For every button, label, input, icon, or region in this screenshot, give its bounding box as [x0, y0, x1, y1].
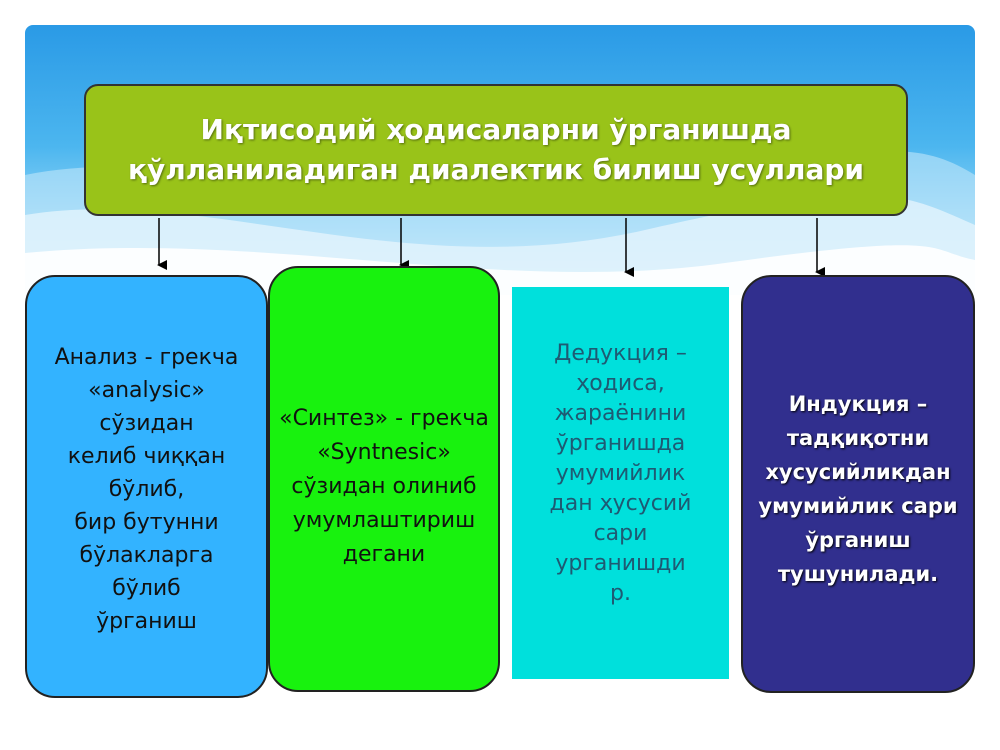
synthesis-text-line: дегани [342, 542, 426, 567]
deduction-text-line: сари [593, 521, 648, 546]
deduction-text-line: жараёнини [554, 401, 687, 426]
analysis-text-line: сўзидан [99, 411, 194, 436]
deduction-text-line: ўрганишда [555, 431, 686, 456]
deduction-text-line: р. [610, 581, 631, 606]
synthesis-text-line: умумлаштириш [292, 508, 476, 533]
induction-text-line: хусусийликдан [765, 460, 951, 484]
induction-text-line: Индукция – [788, 392, 928, 416]
analysis-text-line: бир бутунни [74, 510, 219, 535]
title-box: Иқтисодий ҳодисаларни ўрганишда қўлланил… [84, 84, 908, 216]
deduction-text-line: урганишди [555, 551, 686, 576]
induction-text-line: умумийлик сари [758, 494, 958, 518]
analysis-text-line: «analysic» [88, 378, 205, 403]
analysis-text-line: келиб чиққан [67, 444, 226, 469]
analysis-text-line: бўлиб, [108, 477, 185, 502]
induction-box: Индукция – тадқиқотни хусусийликдан умум… [741, 275, 975, 693]
synthesis-text-line: «Синтез» - грекча [279, 406, 489, 431]
analysis-text-line: Анализ - грекча [54, 345, 239, 370]
deduction-text-line: ҳодиса, [576, 371, 665, 396]
induction-text-line: тадқиқотни [786, 426, 930, 450]
deduction-text-line: Дедукция – [554, 341, 687, 366]
deduction-text-line: умумийлик [555, 461, 686, 486]
induction-text-line: тушунилади. [777, 562, 939, 586]
analysis-text-line: бўлиб [112, 576, 181, 601]
title-line-2: қўлланиладиган диалектик билиш усуллари [127, 153, 865, 186]
deduction-box: Дедукция – ҳодиса, жараёнини ўрганишда у… [512, 287, 729, 679]
synthesis-text-line: сўзидан олиниб [291, 474, 477, 499]
induction-text-line: ўрганиш [805, 528, 911, 552]
analysis-text-line: ўрганиш [96, 609, 197, 634]
synthesis-text-line: «Syntnesic» [317, 440, 451, 465]
analysis-box: Анализ - грекча «analysic» сўзидан келиб… [25, 275, 268, 698]
synthesis-box: «Синтез» - грекча «Syntnesic» сўзидан ол… [268, 266, 500, 692]
deduction-text-line: дан ҳусусий [549, 491, 692, 516]
analysis-text-line: бўлакларга [79, 543, 214, 568]
title-line-1: Иқтисодий ҳодисаларни ўрганишда [200, 113, 792, 146]
